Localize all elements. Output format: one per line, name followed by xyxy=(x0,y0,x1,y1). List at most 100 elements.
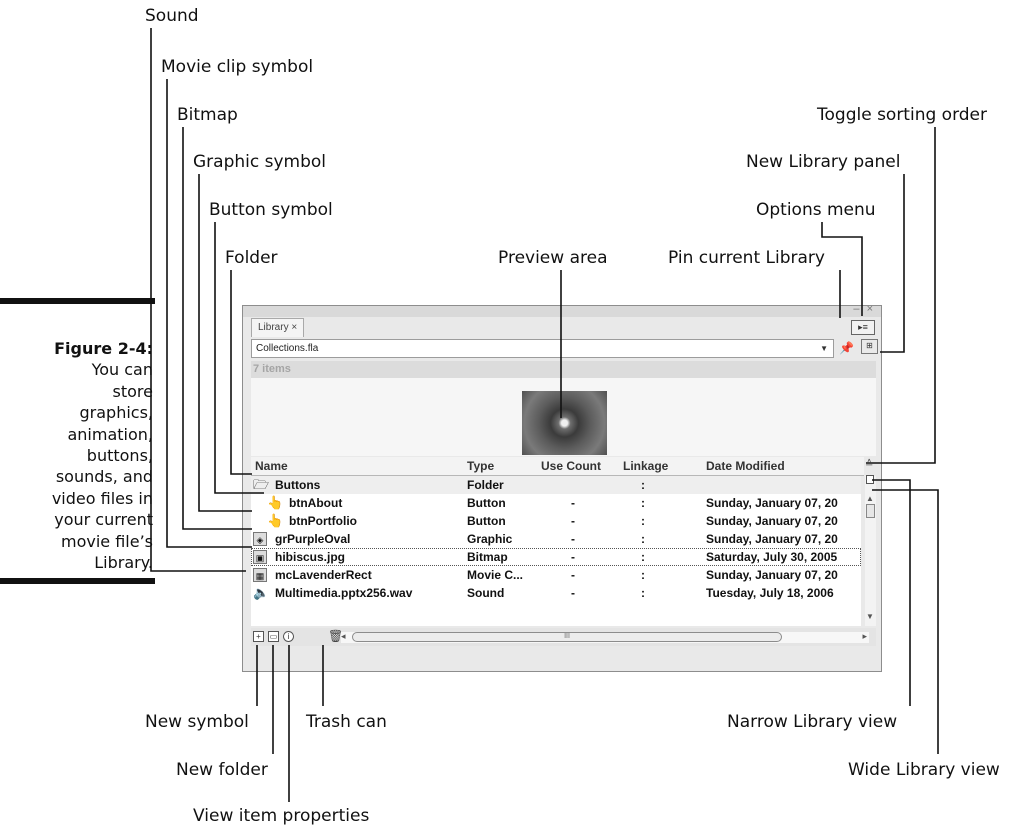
vertical-scrollbar[interactable]: ▲ ▼ xyxy=(865,476,876,626)
scroll-down-icon[interactable]: ▼ xyxy=(866,612,874,621)
scroll-right-icon[interactable]: ▸ xyxy=(862,631,867,641)
item-name: Multimedia.pptx256.wav xyxy=(275,586,413,600)
callout-folder: Folder xyxy=(225,248,278,268)
item-name: btnAbout xyxy=(289,496,343,510)
caption-line: your current xyxy=(54,510,153,530)
column-header-linkage[interactable]: Linkage xyxy=(623,459,669,473)
callout-trash-can: Trash can xyxy=(306,712,387,732)
column-header-date-modified[interactable]: Date Modified xyxy=(706,459,785,473)
figure-rule-top xyxy=(0,298,155,304)
caption-line: store xyxy=(112,381,153,401)
library-item-row[interactable]: 🗁 Buttons Folder: xyxy=(251,476,861,494)
callout-new-library-panel: New Library panel xyxy=(746,152,901,172)
caption-line: buttons, xyxy=(86,446,153,466)
trash-can-icon[interactable]: 🗑 xyxy=(328,629,344,643)
item-date-modified: Saturday, July 30, 2005 xyxy=(706,550,838,564)
item-linkage: : xyxy=(641,478,645,492)
item-type: Bitmap xyxy=(467,550,508,564)
scroll-up-icon[interactable]: ▲ xyxy=(866,494,874,503)
column-header-type[interactable]: Type xyxy=(467,459,495,473)
pin-library-icon[interactable]: 📌 xyxy=(839,341,854,355)
callout-movie-clip-symbol: Movie clip symbol xyxy=(161,57,314,77)
tab-library[interactable]: Library × xyxy=(251,318,305,337)
callout-options-menu: Options menu xyxy=(756,200,876,220)
preview-image xyxy=(522,391,607,455)
callout-pin-current-library: Pin current Library xyxy=(668,248,825,268)
item-name: btnPortfolio xyxy=(289,514,357,528)
item-date-modified: Sunday, January 07, 20 xyxy=(706,514,838,528)
library-panel: – × Library × ▸≡ Collections.fla ▼ 📌 ⊞ 7… xyxy=(242,303,882,672)
item-linkage: : xyxy=(641,532,645,546)
item-type: Folder xyxy=(467,478,504,492)
chevron-down-icon: ▼ xyxy=(820,344,828,353)
column-header-use-count[interactable]: Use Count xyxy=(541,459,601,473)
item-type: Sound xyxy=(467,586,505,600)
item-type: Button xyxy=(467,514,506,528)
item-use-count: - xyxy=(571,496,575,510)
callout-sound: Sound xyxy=(145,6,199,26)
callout-wide-library-view: Wide Library view xyxy=(848,760,1000,780)
item-name: Buttons xyxy=(275,478,321,492)
new-folder-icon[interactable]: ▭ xyxy=(268,631,279,642)
callout-toggle-sorting-order: Toggle sorting order xyxy=(817,105,987,125)
callout-graphic-symbol: Graphic symbol xyxy=(193,152,327,172)
folder-icon: 🗁 xyxy=(253,477,270,492)
callout-preview-area: Preview area xyxy=(498,248,608,268)
item-use-count: - xyxy=(571,568,575,582)
scroll-thumb[interactable] xyxy=(866,504,875,518)
options-menu-button[interactable]: ▸≡ xyxy=(851,320,875,335)
item-linkage: : xyxy=(641,568,645,582)
item-linkage: : xyxy=(641,550,645,564)
preview-area xyxy=(251,378,876,456)
callout-view-item-properties: View item properties xyxy=(193,806,370,826)
item-use-count: - xyxy=(571,550,575,564)
library-select[interactable]: Collections.fla ▼ xyxy=(251,339,834,358)
scroll-left-icon[interactable]: ◂ xyxy=(341,631,346,641)
callout-new-symbol: New symbol xyxy=(145,712,249,732)
column-header-name[interactable]: Name xyxy=(255,459,288,473)
caption-line: video files in xyxy=(51,488,153,508)
caption-line: Library. xyxy=(94,553,153,573)
item-use-count: - xyxy=(571,586,575,600)
item-linkage: : xyxy=(641,496,645,510)
library-item-row[interactable]: 🔈 Multimedia.pptx256.wav Sound -: Tuesday, J… xyxy=(251,584,861,602)
new-library-panel-icon[interactable]: ⊞ xyxy=(861,339,878,354)
library-select-value: Collections.fla xyxy=(256,343,319,354)
properties-icon[interactable]: i xyxy=(283,631,294,642)
new-symbol-icon[interactable]: + xyxy=(253,631,264,642)
button-symbol-icon: 👆 xyxy=(267,495,284,510)
button-symbol-icon: 👆 xyxy=(267,513,284,528)
item-count: 7 items xyxy=(251,361,876,378)
column-headers: Name Type Use Count Linkage Date Modifie… xyxy=(251,457,864,476)
item-use-count: - xyxy=(571,514,575,528)
callout-button-symbol: Button symbol xyxy=(209,200,333,220)
sound-icon: 🔈 xyxy=(253,585,270,600)
panel-window-controls[interactable]: – × xyxy=(853,303,875,315)
horizontal-scroll-thumb[interactable]: III xyxy=(352,632,782,642)
item-date-modified: Sunday, January 07, 20 xyxy=(706,532,838,546)
caption-line: sounds, and xyxy=(55,467,153,487)
panel-title-bar xyxy=(243,306,881,317)
toggle-sort-order-icon[interactable]: ≙ xyxy=(865,459,874,470)
horizontal-scrollbar[interactable]: ◂ III ▸ xyxy=(341,631,869,643)
figure-rule-bottom xyxy=(0,578,155,584)
caption-line: You can xyxy=(91,360,153,380)
item-date-modified: Sunday, January 07, 20 xyxy=(706,496,838,510)
item-date-modified: Tuesday, July 18, 2006 xyxy=(706,586,834,600)
caption-line: animation, xyxy=(67,424,153,444)
caption-line: graphics, xyxy=(79,403,154,423)
caption-line: movie file’s xyxy=(60,531,153,551)
item-linkage: : xyxy=(641,586,645,600)
item-name: grPurpleOval xyxy=(275,532,351,546)
callout-bitmap: Bitmap xyxy=(177,105,238,125)
graphic-symbol-icon: ◈ xyxy=(253,532,267,546)
item-type: Graphic xyxy=(467,532,513,546)
movie-clip-icon: ▦ xyxy=(253,568,267,582)
